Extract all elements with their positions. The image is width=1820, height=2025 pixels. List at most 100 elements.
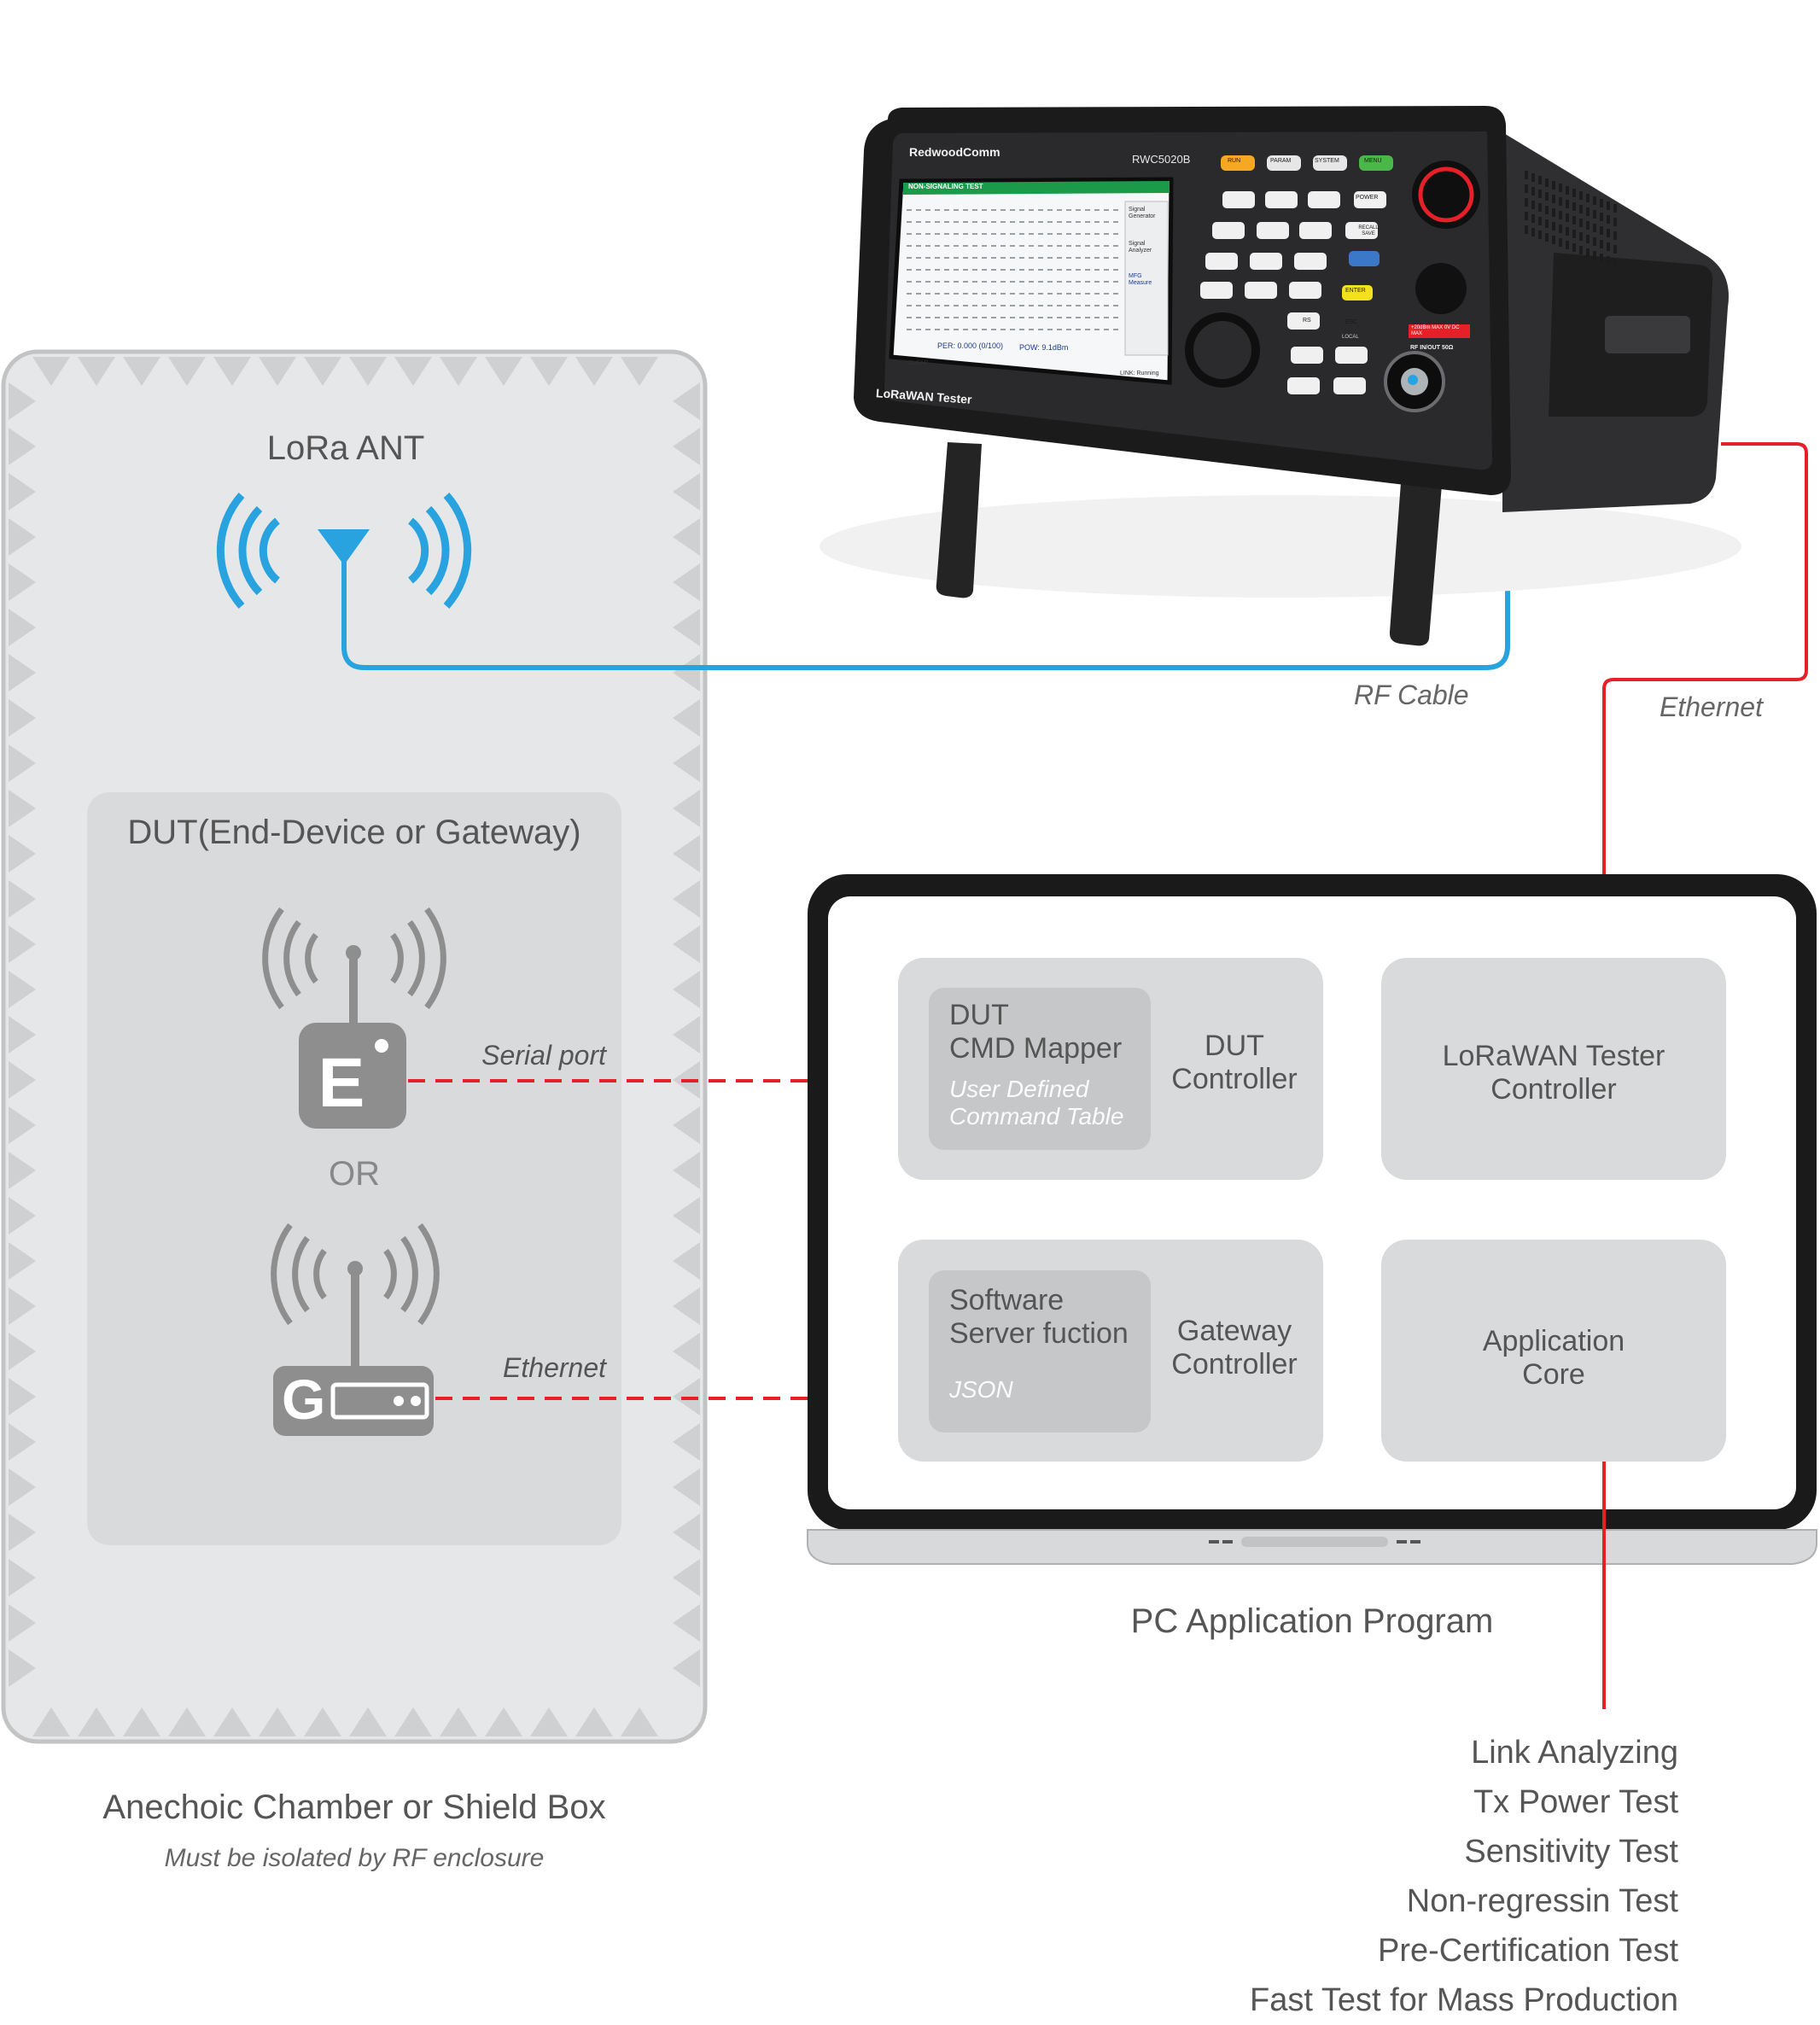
absorber-spike <box>123 357 160 386</box>
vent-slot <box>1566 213 1569 222</box>
keypad-key <box>1289 282 1321 299</box>
vent-slot <box>1538 203 1542 212</box>
tester-controller-label: LoRaWAN Tester Controller <box>1381 1040 1726 1106</box>
vent-slot <box>1572 189 1576 197</box>
vent-slot <box>1600 254 1603 262</box>
absorber-spike <box>673 1287 700 1325</box>
gateway-icon <box>271 1223 440 1436</box>
vent-slot <box>1613 218 1617 226</box>
absorber-spike <box>575 357 613 386</box>
vent-slot <box>1552 195 1555 203</box>
vent-slot <box>1572 202 1576 211</box>
absorber-spike <box>9 1106 36 1144</box>
absorber-spike <box>673 1514 700 1551</box>
application-core-label-1: Application <box>1482 1325 1625 1357</box>
software-server-title-2: Server fuction <box>949 1317 1129 1351</box>
test-item: Tx Power Test <box>1473 1784 1678 1820</box>
absorber-spike <box>673 744 700 782</box>
keypad-key <box>1257 222 1289 239</box>
absorber-spike <box>304 1707 341 1736</box>
keypad-key <box>1345 222 1378 239</box>
absorber-spike <box>78 357 115 386</box>
absorber-spike <box>440 1707 477 1736</box>
absorber-spike <box>9 790 36 827</box>
keypad-key <box>1212 222 1245 239</box>
absorber-spike <box>575 1707 613 1736</box>
absorber-spike <box>673 428 700 465</box>
vent-slot <box>1579 219 1583 227</box>
end-device-letter: E <box>318 1044 365 1122</box>
absorber-spike <box>349 1707 387 1736</box>
vent-slot <box>1538 217 1542 225</box>
vent-slot <box>1566 200 1569 208</box>
vent-slot <box>1572 216 1576 225</box>
absorber-spike <box>485 357 522 386</box>
vent-slot <box>1607 242 1610 251</box>
absorber-spike <box>9 1468 36 1506</box>
vent-slot <box>1600 240 1603 248</box>
vent-slot <box>1593 210 1596 219</box>
tester-controller-label-1: LoRaWAN Tester <box>1442 1040 1665 1072</box>
key-param: PARAM <box>1270 158 1292 164</box>
key-esc: ESC <box>1345 319 1358 325</box>
vent-slot <box>1613 245 1617 254</box>
vent-slot <box>1600 213 1603 221</box>
application-core-box <box>1381 1240 1726 1462</box>
dut-title: DUT(End-Device or Gateway) <box>127 814 581 851</box>
vent-slot <box>1531 187 1535 195</box>
test-item: Link Analyzing <box>1471 1735 1678 1771</box>
test-item: Sensitivity Test <box>1464 1834 1678 1870</box>
absorber-spike <box>673 790 700 827</box>
vent-slot <box>1566 227 1569 236</box>
vent-slot <box>1559 238 1562 247</box>
vent-slot <box>1538 176 1542 184</box>
dut-box <box>87 792 621 1545</box>
absorber-spike <box>673 518 700 556</box>
vent-slot <box>1559 225 1562 233</box>
absorber-spike <box>259 1707 296 1736</box>
absorber-spike <box>673 1333 700 1370</box>
vent-slot <box>1545 233 1549 242</box>
vent-slot <box>1572 230 1576 238</box>
vent-slot <box>1545 178 1549 187</box>
vent-slot <box>1525 198 1528 207</box>
lora-antenna-icon <box>216 493 472 609</box>
dut-controller-label-1: DUT <box>1205 1030 1264 1062</box>
vent-slot <box>1586 248 1590 257</box>
test-list: Link Analyzing Tx Power Test Sensitivity… <box>1178 1728 1678 2025</box>
absorber-spike <box>673 1242 700 1280</box>
absorber-spike <box>9 1649 36 1687</box>
absorber-spike <box>168 1707 206 1736</box>
absorber-spike <box>485 1707 522 1736</box>
gateway-controller-label: Gateway Controller <box>1161 1315 1308 1381</box>
absorber-spike <box>673 1016 700 1053</box>
vent-slot <box>1525 225 1528 234</box>
dut-cmd-mapper-note-2: Command Table <box>949 1103 1124 1130</box>
vent-slot <box>1545 219 1549 228</box>
vent-slot <box>1579 191 1583 200</box>
screen-side-3: MFG Measure <box>1129 273 1152 287</box>
vent-slot <box>1566 186 1569 195</box>
vent-slot <box>1579 205 1583 213</box>
vent-slot <box>1593 224 1596 232</box>
vent-slot <box>1538 190 1542 198</box>
vent-slot <box>1586 221 1590 230</box>
absorber-spike <box>9 1287 36 1325</box>
absorber-spike <box>673 1197 700 1234</box>
vent-slot <box>1552 222 1555 231</box>
vent-slot <box>1607 215 1610 224</box>
absorber-spike <box>9 563 36 601</box>
keypad-key <box>1205 253 1238 270</box>
software-server-note: JSON <box>949 1376 1013 1403</box>
dut-cmd-mapper-title: DUT CMD Mapper <box>949 999 1122 1065</box>
keypad-key <box>1250 253 1282 270</box>
absorber-spike <box>9 1152 36 1189</box>
dut-cmd-mapper-title-1: DUT <box>949 999 1009 1031</box>
vent-slot <box>1600 226 1603 235</box>
key-enter: ENTER <box>1345 288 1366 294</box>
absorber-spike <box>9 835 36 872</box>
chamber-subcaption: Must be isolated by RF enclosure <box>164 1844 545 1872</box>
screen-per: PER: 0.000 (0/100) <box>937 341 1004 350</box>
absorber-spike <box>394 1707 432 1736</box>
ethernet-line <box>1602 442 1808 958</box>
